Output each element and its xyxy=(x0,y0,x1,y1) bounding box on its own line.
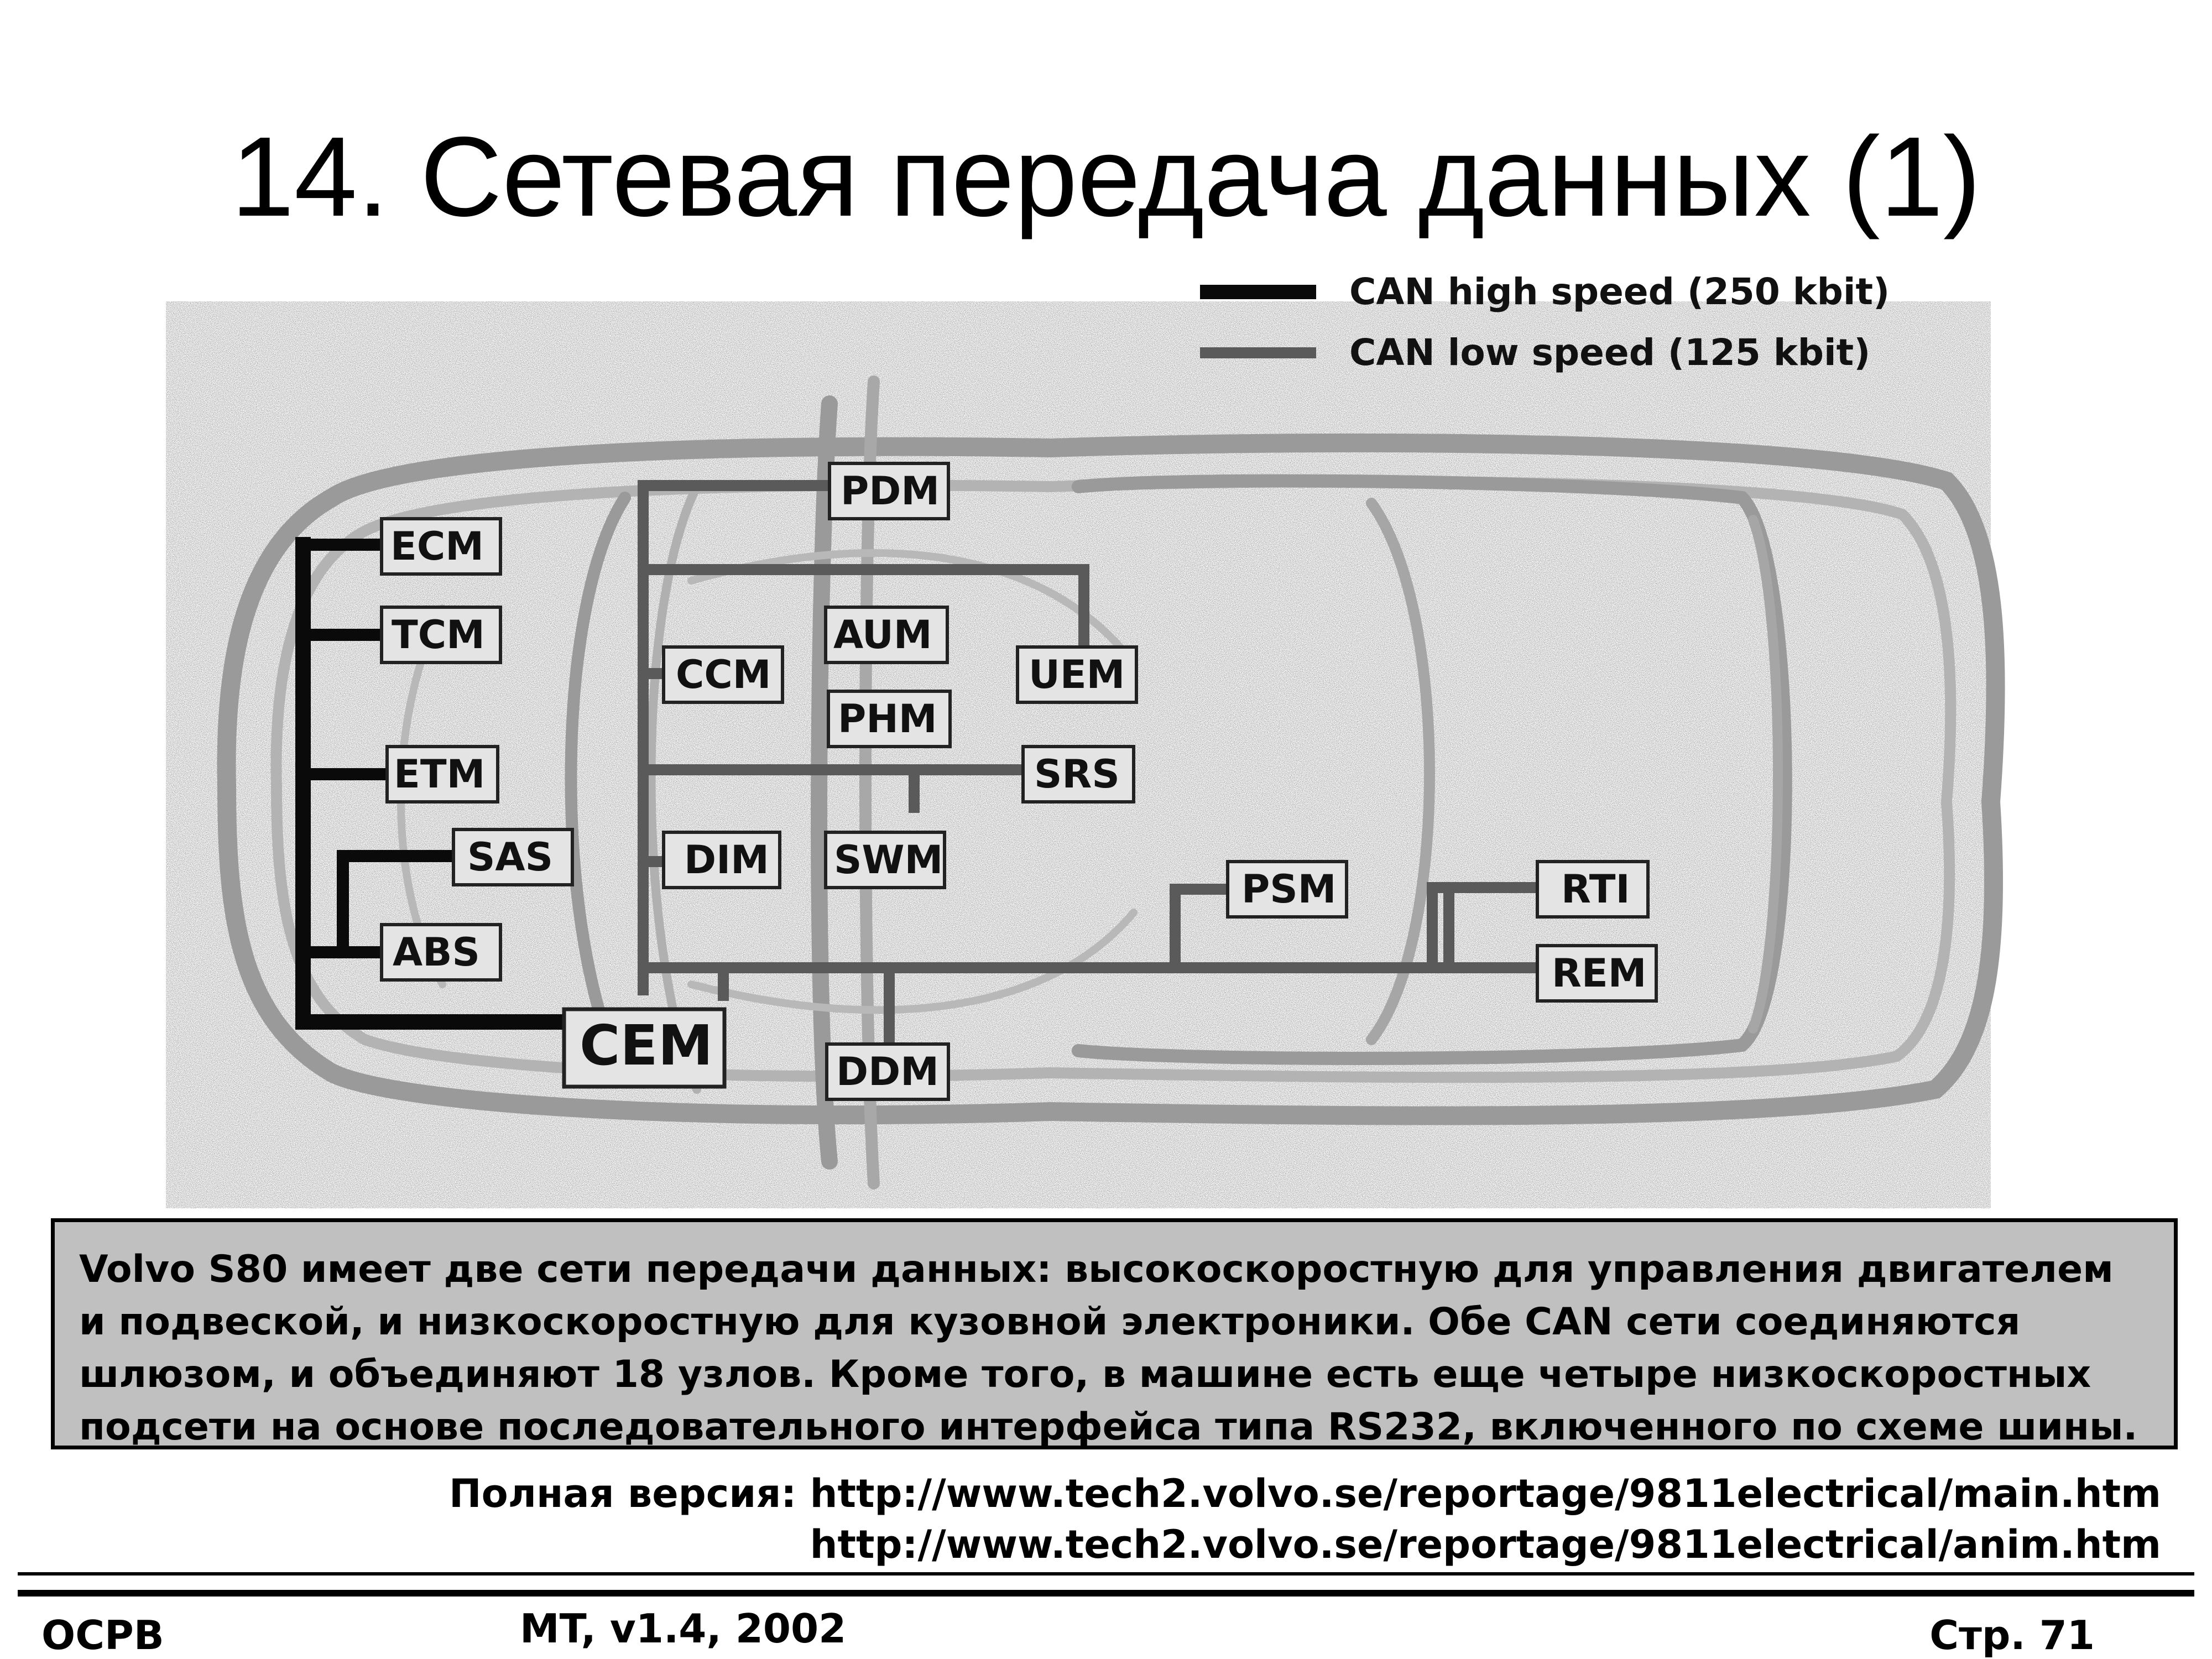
node-ddm: DDM xyxy=(825,1042,950,1101)
node-psm: PSM xyxy=(1226,860,1348,919)
source-link-main[interactable]: http://www.tech2.volvo.se/reportage/9811… xyxy=(810,1471,2161,1516)
page-title: 14. Сетевая передача данных (1) xyxy=(231,113,1981,240)
footer-rule-thick xyxy=(18,1590,2194,1597)
node-pdm-label: PDM xyxy=(841,468,940,514)
node-dim-label: DIM xyxy=(684,837,769,883)
node-sas-label: SAS xyxy=(467,834,553,880)
node-cem-label: CEM xyxy=(580,1013,713,1078)
source-link-main-row: Полная версия: http://www.tech2.volvo.se… xyxy=(449,1468,2161,1519)
legend: CAN high speed (250 kbit) CAN low speed … xyxy=(1200,270,1890,374)
footer-center: MT, v1.4, 2002 xyxy=(520,1605,847,1652)
node-aum-label: AUM xyxy=(833,612,932,658)
source-link-anim[interactable]: http://www.tech2.volvo.se/reportage/9811… xyxy=(810,1522,2161,1567)
node-dim: DIM xyxy=(662,831,781,889)
node-uem: UEM xyxy=(1016,645,1138,704)
node-ecm-label: ECM xyxy=(390,524,484,569)
footer-left: OCPB xyxy=(41,1612,164,1658)
description-box: Volvo S80 имеет две сети передачи данных… xyxy=(51,1218,2178,1449)
can-high-speed-bus xyxy=(295,537,580,1030)
ecu-nodes: PDM ECM TCM AUM CCM UEM PHM ETM xyxy=(380,462,1658,1101)
legend-high-speed-label: CAN high speed (250 kbit) xyxy=(1349,270,1890,313)
source-links: Полная версия: http://www.tech2.volvo.se… xyxy=(449,1468,2161,1570)
source-link-prefix: Полная версия: xyxy=(449,1471,797,1516)
node-cem: CEM xyxy=(562,1007,727,1089)
node-ccm-label: CCM xyxy=(676,652,771,697)
legend-low-speed-label: CAN low speed (125 kbit) xyxy=(1349,331,1870,374)
node-srs-label: SRS xyxy=(1034,752,1120,797)
node-psm-label: PSM xyxy=(1241,867,1336,912)
description-text: Volvo S80 имеет две сети передачи данных… xyxy=(79,1248,2138,1449)
node-rem-label: REM xyxy=(1552,951,1646,996)
node-swm: SWM xyxy=(824,831,946,889)
node-phm: PHM xyxy=(827,690,952,748)
can-network-diagram: CAN high speed (250 kbit) CAN low speed … xyxy=(166,270,2005,1208)
footer-page-number: Стр. 71 xyxy=(1929,1612,2095,1658)
node-ddm-label: DDM xyxy=(836,1049,939,1094)
node-etm: ETM xyxy=(385,745,499,804)
node-ccm: CCM xyxy=(662,645,784,704)
node-uem-label: UEM xyxy=(1029,652,1125,697)
node-abs: ABS xyxy=(380,923,502,982)
node-tcm: TCM xyxy=(380,606,502,664)
node-pdm: PDM xyxy=(828,462,950,520)
node-rem: REM xyxy=(1536,944,1658,1003)
node-rti-label: RTI xyxy=(1561,867,1630,912)
node-abs-label: ABS xyxy=(393,930,480,975)
can-low-speed-bus xyxy=(638,480,1551,1056)
node-srs: SRS xyxy=(1021,745,1135,804)
node-sas: SAS xyxy=(452,828,574,886)
node-ecm: ECM xyxy=(380,517,502,576)
node-etm-label: ETM xyxy=(394,752,485,797)
node-rti: RTI xyxy=(1536,860,1650,919)
footer-rule-thin xyxy=(18,1572,2194,1575)
node-phm-label: PHM xyxy=(838,696,937,742)
node-tcm-label: TCM xyxy=(392,612,485,658)
node-aum: AUM xyxy=(824,606,949,664)
node-swm-label: SWM xyxy=(834,837,943,883)
